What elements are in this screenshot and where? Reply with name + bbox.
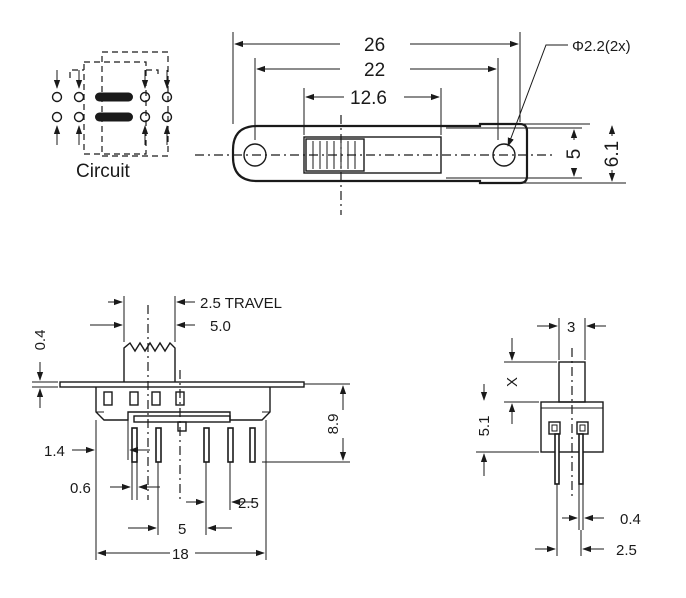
dim-actuator-width: 5.0 [210, 318, 231, 335]
top-view: 26 22 12.6 Φ2.2(2x) 5 6.1 [195, 32, 631, 215]
dim-pin-span: 5 [178, 521, 186, 538]
dim-body-height: 8.9 [325, 414, 342, 435]
dim-slot-height: 5 [564, 149, 585, 160]
dim-actuator-height: X [504, 377, 521, 387]
dim-slot-length: 12.6 [350, 88, 387, 109]
dim-pin-pitch-side: 2.5 [616, 542, 637, 559]
front-view: 2.5 TRAVEL 5.0 0.4 8.9 1.4 0.6 2.5 [32, 295, 350, 563]
dim-pin-width: 0.6 [70, 480, 91, 497]
dim-plate-thickness: 0.4 [32, 330, 49, 351]
dim-overall-length-front: 18 [172, 546, 189, 563]
dim-travel: 2.5 TRAVEL [200, 295, 282, 312]
dim-actuator-width-side: 3 [567, 319, 575, 336]
dim-body-width: 6.1 [602, 141, 623, 167]
circuit-label: Circuit [76, 161, 131, 182]
circuit-schematic: Circuit [51, 51, 173, 182]
dim-body-height-side: 5.1 [476, 416, 493, 437]
dim-pin-pitch: 2.5 [238, 495, 259, 512]
dim-pin-offset: 1.4 [44, 443, 65, 460]
side-view: 3 X 5.1 0.4 2.5 [476, 318, 641, 559]
dim-overall-length: 26 [364, 35, 385, 56]
dim-hole-spacing: 22 [364, 60, 385, 81]
dim-pin-thickness: 0.4 [620, 511, 641, 528]
hole-diameter-note: Φ2.2(2x) [572, 38, 631, 55]
